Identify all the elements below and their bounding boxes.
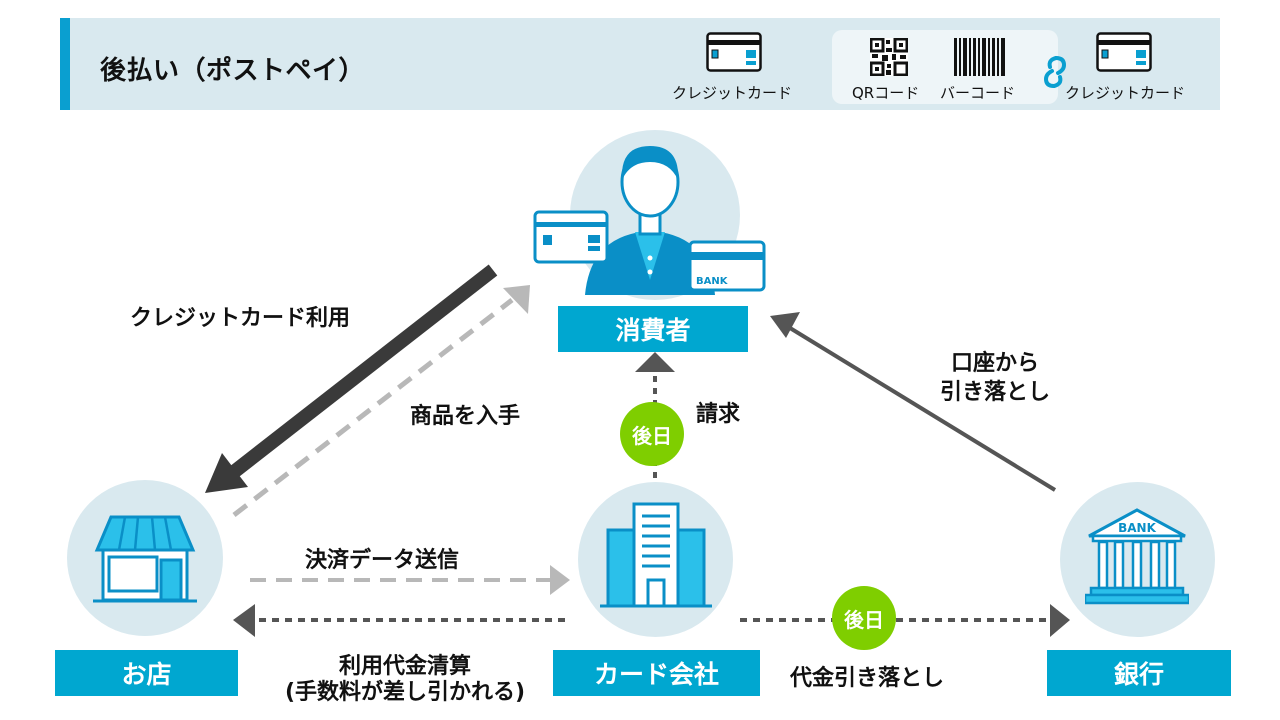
qr-code-icon (870, 38, 908, 76)
method-label-qr-code: QRコード (852, 84, 920, 102)
method-label-barcode: バーコード (940, 84, 1016, 102)
label-billing: 請求 (696, 402, 741, 427)
label-send-payment-data: 決済データ送信 (305, 548, 460, 573)
label-account-debit-2: 引き落とし (939, 380, 1050, 405)
bank-building-icon: BANK (1085, 508, 1189, 605)
person-with-cards-icon: BANK (533, 146, 766, 295)
arrow-payment-debit (740, 604, 1070, 637)
node-label-bank: 銀行 (1047, 650, 1231, 696)
credit-card-icon (706, 32, 762, 72)
label-settlement-2: (手数料が差し引かれる) (284, 680, 526, 705)
link-icon (1043, 56, 1067, 88)
storefront-icon (93, 515, 197, 603)
page-title: 後払い（ポストペイ） (100, 56, 366, 86)
header-banner: 後払い（ポストペイ） クレジットカード QRコード (60, 18, 1220, 110)
label-credit-card-use: クレジットカード利用 (130, 306, 351, 331)
label-get-goods: 商品を入手 (410, 404, 521, 429)
badge-later-debit: 後日 (832, 586, 896, 650)
method-label-credit-card: クレジットカード (672, 84, 793, 102)
barcode-icon (954, 38, 1005, 76)
header-accent-bar (60, 18, 70, 110)
method-label-credit-card-2: クレジットカード (1065, 84, 1186, 102)
office-building-icon (600, 502, 712, 608)
label-account-debit-1: 口座から (950, 351, 1039, 376)
svg-text:BANK: BANK (1118, 521, 1156, 535)
label-payment-debit: 代金引き落とし (790, 666, 945, 691)
arrow-credit-card-use (205, 264, 498, 493)
badge-later-billing: 後日 (620, 402, 684, 466)
node-label-card-company: カード会社 (553, 650, 760, 696)
node-label-consumer: 消費者 (558, 306, 748, 352)
arrow-settlement (233, 604, 565, 637)
node-label-shop: お店 (55, 650, 238, 696)
label-settlement-1: 利用代金清算 (338, 654, 471, 679)
credit-card-icon (1096, 32, 1152, 72)
arrow-get-goods (232, 285, 530, 517)
arrow-send-payment-data (250, 565, 570, 595)
svg-text:BANK: BANK (696, 276, 729, 287)
arrow-account-debit (770, 312, 1057, 492)
